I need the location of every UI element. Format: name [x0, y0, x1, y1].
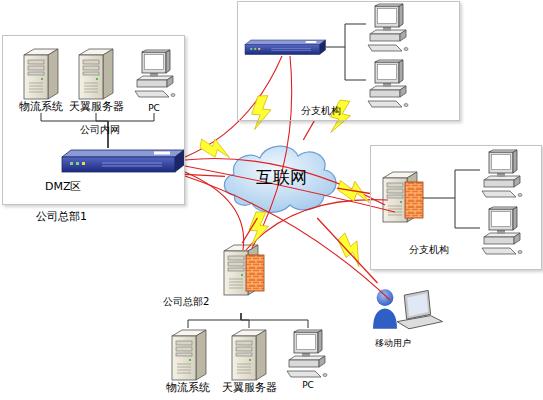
- vpn-link: [317, 218, 377, 283]
- lan-link: [108, 113, 154, 148]
- vpn-link: [242, 218, 257, 243]
- vpn-link: [185, 174, 225, 176]
- mobile-user: 移动用户: [370, 283, 450, 353]
- node-label: 分支机构: [409, 244, 489, 256]
- branch-box: 分支机构: [237, 1, 460, 121]
- node-label: DMZ区: [45, 180, 105, 193]
- server-node: 天翼服务器: [215, 328, 283, 396]
- vpn-link: [337, 188, 370, 193]
- network-label: 公司内网: [80, 124, 120, 136]
- pc-node: PC: [130, 47, 178, 113]
- lan-link: [241, 313, 308, 328]
- site-box: 公司总部1物流系统天翼服务器PCDMZ区: [2, 35, 185, 205]
- node-label: 互联网: [225, 167, 337, 187]
- lan-link: [188, 313, 241, 328]
- node-label: 移动用户: [375, 338, 445, 349]
- node-label: PC: [130, 103, 178, 114]
- server-node: 物流系统: [14, 47, 68, 113]
- node-label: 公司总部1: [36, 210, 116, 223]
- node-label: 物流系统: [155, 381, 221, 394]
- server-node: 物流系统: [155, 328, 221, 396]
- node-label: 天翼服务器: [66, 100, 126, 113]
- node-label: 公司总部2: [163, 296, 233, 308]
- lan-link: [96, 113, 108, 148]
- node-label: PC: [283, 380, 333, 391]
- router-node: DMZ区: [40, 148, 185, 194]
- firewall-node: 公司总部2: [160, 243, 282, 313]
- node-label: 天翼服务器: [215, 381, 283, 394]
- pc-node: PC: [283, 328, 333, 394]
- internet-cloud: 互联网: [225, 140, 337, 218]
- server-node: 天翼服务器: [66, 47, 126, 113]
- node-label: 分支机构: [301, 105, 381, 117]
- node-label: 物流系统: [14, 100, 68, 113]
- vpn-link: [303, 121, 314, 140]
- lan-link: [41, 113, 108, 148]
- branch-box: 分支机构: [370, 145, 542, 270]
